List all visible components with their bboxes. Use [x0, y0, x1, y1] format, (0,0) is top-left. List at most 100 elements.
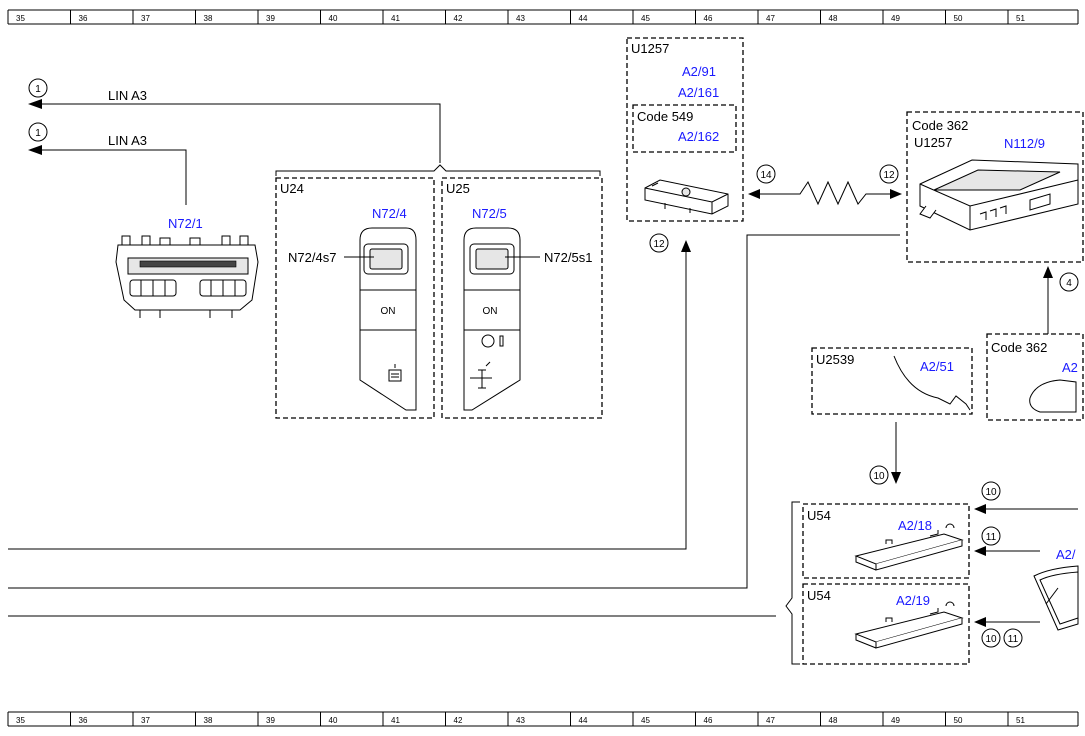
u54-group-bracket	[785, 501, 800, 665]
bottom-ruler-column-36: 36	[79, 716, 88, 725]
top-ruler-column-35: 35	[16, 14, 25, 23]
n112-9-ref: N112/9	[1004, 136, 1045, 151]
auto-icon	[481, 334, 504, 348]
a2-module-device	[644, 179, 729, 215]
n72-5-ref: N72/5	[472, 206, 507, 221]
u54-code: U54	[807, 508, 831, 523]
lin-a3-label: LIN A3	[108, 88, 147, 103]
marker-4-link: 4	[1043, 266, 1079, 334]
marker-4: 4	[1066, 278, 1072, 289]
top-ruler-column-50: 50	[954, 14, 963, 23]
top-ruler-column-40: 40	[329, 14, 338, 23]
feed-wires	[8, 234, 900, 617]
top-ruler-column-36: 36	[79, 14, 88, 23]
bottom-ruler-column-43: 43	[516, 716, 525, 725]
a2-161-ref: A2/161	[678, 85, 719, 100]
u25-group: U25 N72/5 ON N72/5s1	[441, 177, 603, 419]
top-ruler-column-49: 49	[891, 14, 900, 23]
top-ruler-column-38: 38	[204, 14, 213, 23]
on-button-label: ON	[381, 306, 396, 317]
bottom-ruler-column-45: 45	[641, 716, 650, 725]
bus-marker-1: 1	[35, 128, 41, 139]
a2-162-ref: A2/162	[678, 129, 719, 144]
a2-91-ref: A2/91	[682, 64, 716, 79]
n72-5s1-ref: N72/5s1	[544, 250, 592, 265]
seat-heat-icon	[388, 364, 402, 382]
n72-1-ref: N72/1	[168, 216, 203, 231]
top-ruler-column-43: 43	[516, 14, 525, 23]
top-ruler-column-51: 51	[1016, 14, 1025, 23]
n72-1-control-panel: N72/1	[115, 216, 259, 318]
lin-a3-label: LIN A3	[108, 133, 147, 148]
a2-ref: A2	[1062, 360, 1078, 375]
top-ruler-column-46: 46	[704, 14, 713, 23]
marker-10: 10	[873, 471, 885, 482]
switch-group-bracket	[275, 164, 601, 176]
code-362-label: Code 362	[991, 340, 1047, 355]
u1257-code: U1257	[631, 41, 669, 56]
top-ruler-column-48: 48	[829, 14, 838, 23]
bottom-ruler-column-48: 48	[829, 716, 838, 725]
u1257-code: U1257	[914, 135, 952, 150]
top-ruler-column-37: 37	[141, 14, 150, 23]
marker-11: 11	[1008, 634, 1019, 645]
a2-51-ref: A2/51	[920, 359, 954, 374]
bottom-ruler-column-44: 44	[579, 716, 588, 725]
u54-top-group: U54 A2/18	[802, 503, 970, 579]
top-ruler-column-41: 41	[391, 14, 400, 23]
n72-4s7-ref: N72/4s7	[288, 250, 336, 265]
marker-12: 12	[653, 239, 665, 250]
u25-code: U25	[446, 181, 470, 196]
a2-19-ref: A2/19	[896, 593, 930, 608]
bottom-ruler-column-47: 47	[766, 716, 775, 725]
top-ruler-column-47: 47	[766, 14, 775, 23]
bottom-ruler-column-35: 35	[16, 716, 25, 725]
a2-19-antenna-module	[854, 601, 964, 649]
marker-12: 12	[883, 170, 895, 181]
u1257-module-group: U1257 A2/91 A2/161 Code 549 A2/162 12	[626, 37, 744, 253]
lin-bus-line-2: 1 LIN A3	[28, 122, 187, 205]
top-ruler-column-39: 39	[266, 14, 275, 23]
bottom-ruler-column-38: 38	[204, 716, 213, 725]
u2539-group: U2539 A2/51	[811, 347, 973, 415]
suspension-icon	[470, 361, 492, 389]
bottom-ruler-column-50: 50	[954, 716, 963, 725]
on-button-label: ON	[483, 306, 498, 317]
n112-9-module-group: Code 362 U1257 N112/9	[906, 111, 1084, 263]
u2539-code: U2539	[816, 352, 854, 367]
u2539-down-link: 10	[869, 422, 901, 485]
u54-input-links: 10 11 10 11	[974, 481, 1078, 648]
bottom-ruler-column-42: 42	[454, 716, 463, 725]
u24-code: U24	[280, 181, 304, 196]
u24-group: U24 N72/4 ON N72/4s7	[275, 177, 435, 419]
radio-link: 14 12	[748, 164, 902, 206]
n72-4-ref: N72/4	[372, 206, 407, 221]
a2-18-ref: A2/18	[898, 518, 932, 533]
bottom-ruler-column-39: 39	[266, 716, 275, 725]
u54-code: U54	[807, 588, 831, 603]
windshield-ref: A2/	[1056, 547, 1076, 562]
marker-10: 10	[985, 634, 997, 645]
a2-18-antenna-module	[854, 523, 964, 571]
marker-10: 10	[985, 487, 997, 498]
top-ruler-column-44: 44	[579, 14, 588, 23]
code-362-mirror-group: Code 362 A2	[986, 333, 1084, 421]
bottom-ruler-column-49: 49	[891, 716, 900, 725]
code-549-label: Code 549	[637, 109, 693, 124]
marker-11: 11	[986, 532, 997, 543]
bus-marker-1: 1	[35, 84, 41, 95]
top-ruler-column-42: 42	[454, 14, 463, 23]
a2-51-antenna-wire	[893, 355, 971, 411]
bottom-ruler-column-37: 37	[141, 716, 150, 725]
lin-bus-line-1: 1 LIN A3	[28, 78, 441, 163]
bottom-ruler-column-41: 41	[391, 716, 400, 725]
windshield-antenna: A2/	[1033, 547, 1079, 631]
n112-9-device	[919, 159, 1079, 231]
bottom-ruler-column-40: 40	[329, 716, 338, 725]
u54-bottom-group: U54 A2/19	[802, 583, 970, 665]
marker-14: 14	[760, 170, 772, 181]
bottom-ruler-column-46: 46	[704, 716, 713, 725]
